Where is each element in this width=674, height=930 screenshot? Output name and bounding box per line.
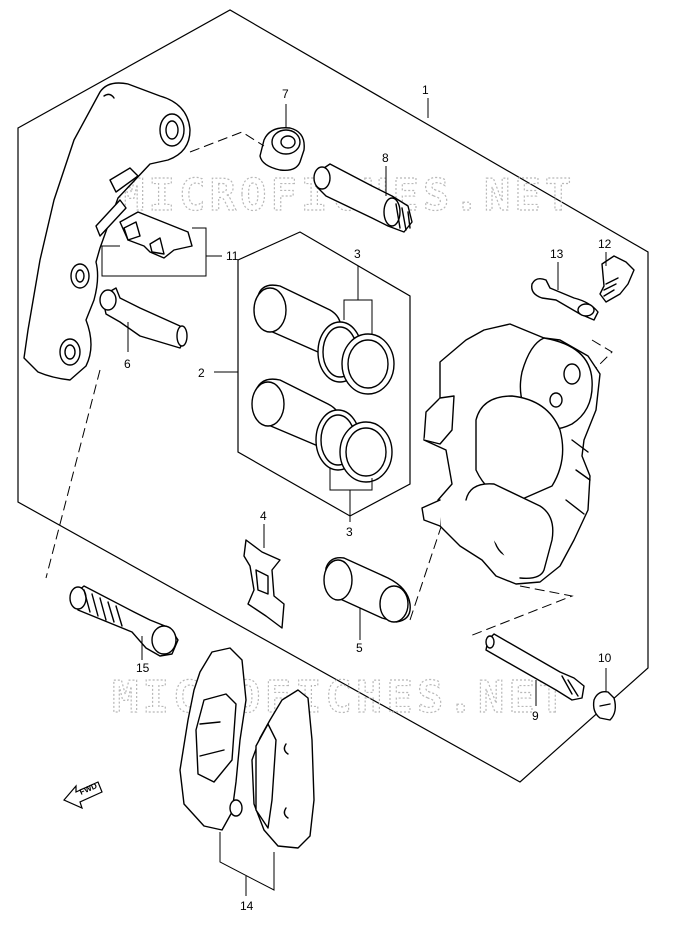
dash-7 bbox=[189, 131, 265, 153]
bleeder-cap bbox=[531, 277, 599, 321]
pin-plug bbox=[323, 557, 411, 623]
callout-15: 15 bbox=[136, 661, 150, 675]
mounting-bolt bbox=[69, 585, 179, 657]
brake-pad-rear bbox=[251, 689, 315, 849]
seal-upper bbox=[317, 321, 395, 395]
slide-pin bbox=[99, 287, 188, 349]
caliper-body bbox=[421, 323, 601, 585]
callout-4: 4 bbox=[260, 509, 267, 523]
callout-3-upper: 3 bbox=[354, 247, 361, 261]
callout-7: 7 bbox=[282, 87, 289, 101]
assembly-boundary bbox=[17, 9, 649, 783]
watermark-bottom: MICROFICHES.NET bbox=[112, 672, 569, 723]
leader-3b bbox=[329, 468, 373, 491]
callout-2: 2 bbox=[198, 366, 205, 380]
plug-cap bbox=[592, 690, 617, 721]
piston-kit-box bbox=[237, 231, 411, 517]
forward-arrow-icon: FWD bbox=[63, 781, 103, 810]
dash-caliper-right bbox=[591, 339, 613, 369]
callout-11: 11 bbox=[226, 249, 239, 263]
callout-9: 9 bbox=[532, 709, 539, 723]
brake-pad-front bbox=[179, 647, 247, 831]
callout-8: 8 bbox=[382, 151, 389, 165]
callout-13: 13 bbox=[550, 247, 564, 261]
seal-lower bbox=[315, 409, 393, 483]
callout-5: 5 bbox=[356, 641, 363, 655]
dash-5 bbox=[409, 523, 443, 621]
bleeder-valve bbox=[599, 255, 635, 303]
caliper-bracket bbox=[23, 82, 191, 381]
pad-spring-clip bbox=[119, 211, 193, 259]
callout-14: 14 bbox=[240, 899, 254, 913]
pad-retainer bbox=[243, 539, 285, 629]
pin-boot bbox=[259, 127, 305, 172]
dash-15 bbox=[45, 369, 101, 579]
callout-1: 1 bbox=[422, 83, 429, 97]
guide-pin bbox=[485, 633, 585, 701]
leader-11 bbox=[101, 227, 207, 277]
callout-3-lower: 3 bbox=[346, 525, 353, 539]
callout-10: 10 bbox=[598, 651, 612, 665]
caliper-pin bbox=[313, 163, 413, 233]
callout-12: 12 bbox=[598, 237, 612, 251]
dash-9 bbox=[469, 585, 574, 637]
leader-14 bbox=[219, 832, 275, 891]
callout-6: 6 bbox=[124, 357, 131, 371]
